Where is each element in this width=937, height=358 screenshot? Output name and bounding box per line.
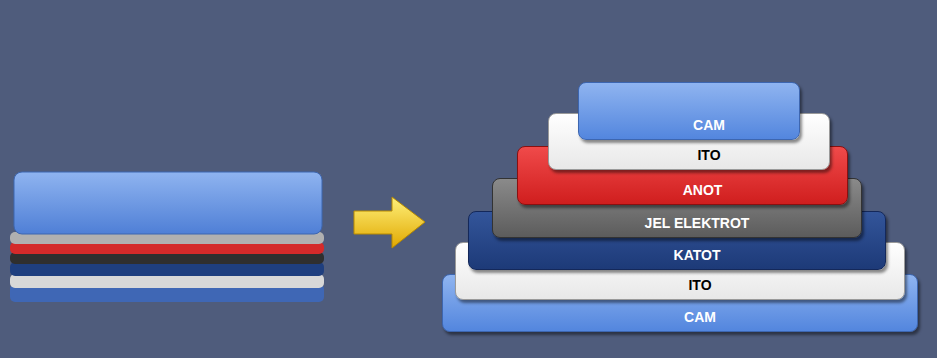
- transform-arrow: [354, 197, 425, 248]
- layer-label: CAM: [684, 309, 716, 325]
- layer-label: JEL ELEKTROT: [645, 215, 750, 231]
- stacked-layers: [10, 172, 324, 302]
- glass-layer: CAM: [578, 82, 800, 140]
- layer-label: KATOT: [674, 247, 721, 263]
- layer-label: ANOT: [683, 182, 723, 198]
- layer-label: ITO: [697, 147, 720, 163]
- layer-label: CAM: [693, 117, 725, 133]
- layer-label: ITO: [688, 277, 711, 293]
